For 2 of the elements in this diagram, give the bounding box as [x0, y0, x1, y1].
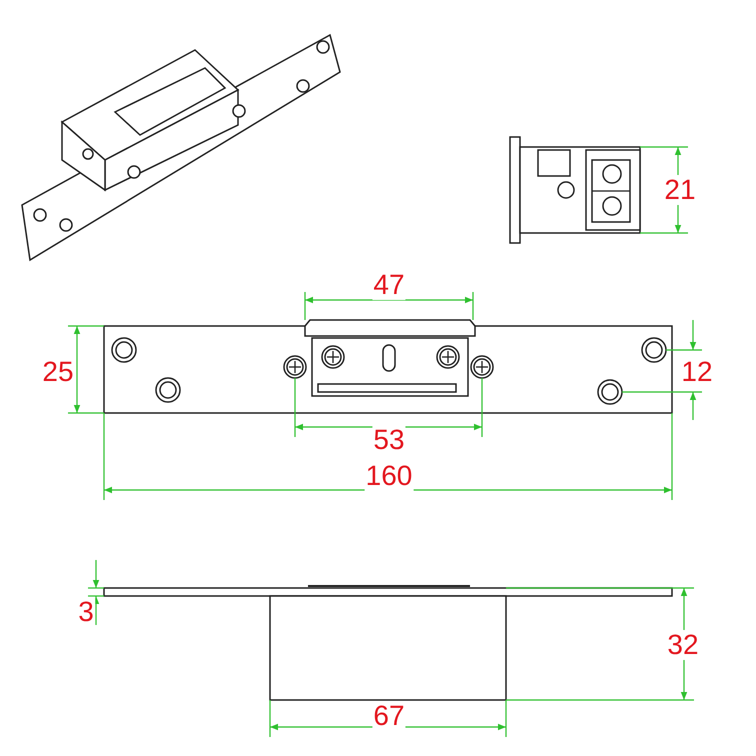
dimension-label: 32 [666, 630, 700, 660]
dimension-label: 21 [663, 175, 697, 205]
